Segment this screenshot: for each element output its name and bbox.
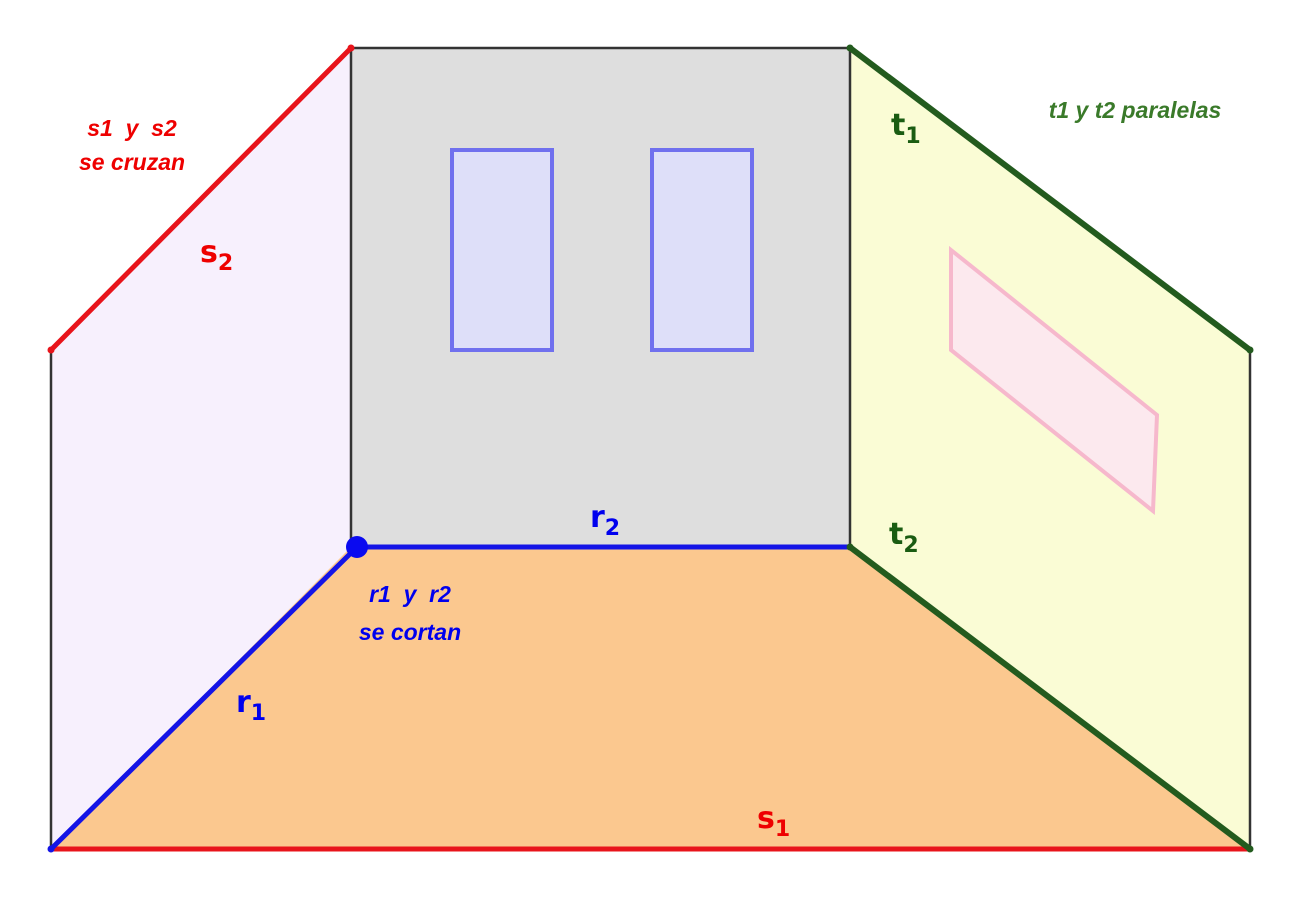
floor xyxy=(51,547,1250,849)
note-r-line1: r1 y r2 xyxy=(369,581,451,607)
label-s1: s1 xyxy=(757,801,790,842)
window-right xyxy=(650,148,754,352)
label-s2-index: 2 xyxy=(218,251,233,276)
vertex-point xyxy=(846,44,854,52)
window-left xyxy=(450,148,554,352)
label-r2: r2 xyxy=(590,500,620,541)
back-wall xyxy=(351,48,850,547)
vertex-point xyxy=(47,845,55,853)
vertex-point xyxy=(846,543,854,551)
left-wall xyxy=(51,48,351,849)
line-r1 xyxy=(48,544,360,852)
intersection-point-r1-r2 xyxy=(346,536,368,558)
line-t2 xyxy=(847,544,1253,852)
label-t2-letter: t xyxy=(889,517,903,552)
label-r1-index: 1 xyxy=(251,701,266,726)
room-edges xyxy=(49,46,1252,849)
vertex-points xyxy=(47,44,1254,853)
label-r2-letter: r xyxy=(590,500,605,535)
vertex-point xyxy=(47,346,55,354)
label-t1: t1 xyxy=(891,108,921,149)
vertex-point xyxy=(1246,845,1254,853)
label-t2: t2 xyxy=(889,517,919,558)
label-r1: r1 xyxy=(236,685,266,726)
label-s1-letter: s xyxy=(757,801,775,836)
label-t1-index: 1 xyxy=(905,124,920,149)
label-t2-index: 2 xyxy=(903,533,918,558)
wall-picture xyxy=(949,245,1160,516)
label-s2-letter: s xyxy=(200,235,218,270)
label-r2-index: 2 xyxy=(605,516,620,541)
note-s-line2: se cruzan xyxy=(79,149,185,175)
line-s2 xyxy=(48,45,354,353)
label-r1-letter: r xyxy=(236,685,251,720)
vertex-point xyxy=(1246,346,1254,354)
note-s-line1: s1 y s2 xyxy=(87,115,177,141)
vertex-point xyxy=(347,44,355,52)
label-s2: s2 xyxy=(200,235,233,276)
label-s1-index: 1 xyxy=(775,817,790,842)
note-r-line2: se cortan xyxy=(359,619,461,645)
label-t1-letter: t xyxy=(891,108,905,143)
line-t1 xyxy=(847,45,1253,353)
note-t-line1: t1 y t2 paralelas xyxy=(1049,97,1222,123)
